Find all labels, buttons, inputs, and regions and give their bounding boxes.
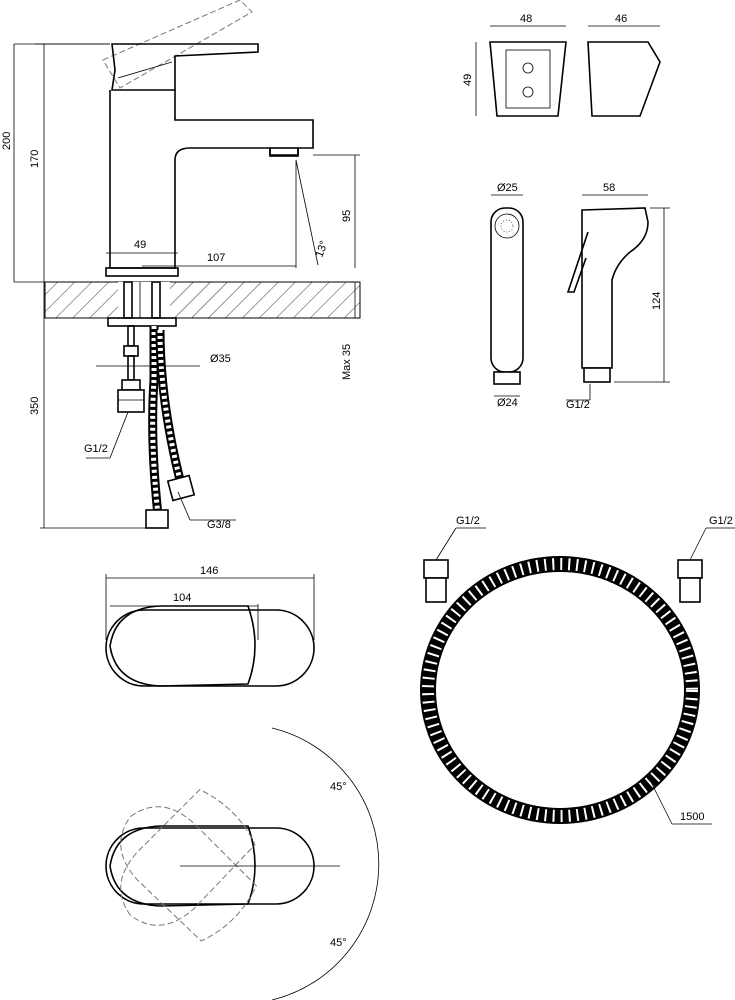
- dim-d35: Ø35: [210, 353, 231, 365]
- top-lever: [109, 605, 256, 687]
- faucet-body: [109, 90, 314, 269]
- lever-rotation-view: 45° 45°: [105, 727, 380, 1000]
- dim-45-bottom: 45°: [330, 937, 347, 949]
- holder-side: [587, 41, 661, 117]
- dim-104: 104: [173, 592, 191, 604]
- dim-58: 58: [603, 182, 615, 194]
- dim-170: 170: [29, 150, 41, 168]
- dim-95: 95: [341, 210, 353, 222]
- hose-nut-g38: [166, 474, 196, 502]
- top-body: [105, 609, 315, 687]
- dim-146: 146: [200, 565, 218, 577]
- mount-nut: [107, 317, 177, 327]
- spray-front: [490, 207, 524, 373]
- dim-max35: Max 35: [341, 344, 353, 380]
- spray-side: [581, 207, 649, 369]
- dim-200: 200: [1, 132, 13, 150]
- dim-46: 46: [615, 13, 627, 25]
- spray-trigger: [566, 231, 589, 293]
- label-g38: G3/8: [207, 519, 231, 531]
- dim-45-top: 45°: [330, 781, 347, 793]
- dim-49-holder: 49: [462, 74, 474, 86]
- spray-head: Ø25 Ø24 58 124 G1/2: [490, 182, 670, 411]
- flexible-hose: G1/2 G1/2 1500: [420, 515, 735, 825]
- dim-107: 107: [207, 252, 225, 264]
- dim-48: 48: [520, 13, 532, 25]
- hose-nut-right: [677, 559, 703, 579]
- dim-13deg: 13°: [314, 239, 331, 259]
- faucet-lever: [111, 43, 259, 91]
- dim-1500: 1500: [680, 811, 704, 823]
- hose-nut-left: [423, 559, 449, 579]
- hose-nut-bottom: [145, 509, 169, 529]
- holder-front: [489, 41, 567, 117]
- faucet-side-view: 200 170 95 13° 49 107 Max 35 Ø35 350 G1/…: [1, 0, 361, 531]
- dim-d24: Ø24: [497, 397, 518, 409]
- spray-holder: 48 49 46: [462, 13, 661, 117]
- label-g12-hose-left: G1/2: [456, 515, 480, 527]
- base-plate: [105, 267, 179, 277]
- inlet-nut-g12: [117, 389, 145, 413]
- aerator: [269, 147, 299, 157]
- dim-350: 350: [29, 397, 41, 415]
- countertop: [44, 281, 361, 319]
- label-g12-faucet: G1/2: [84, 443, 108, 455]
- label-g12-hose-right: G1/2: [709, 515, 733, 527]
- dim-49: 49: [134, 239, 146, 251]
- faucet-top-view: 146 104: [105, 565, 315, 687]
- dim-124: 124: [651, 292, 663, 310]
- dim-d25: Ø25: [497, 182, 518, 194]
- label-g12-spray: G1/2: [566, 399, 590, 411]
